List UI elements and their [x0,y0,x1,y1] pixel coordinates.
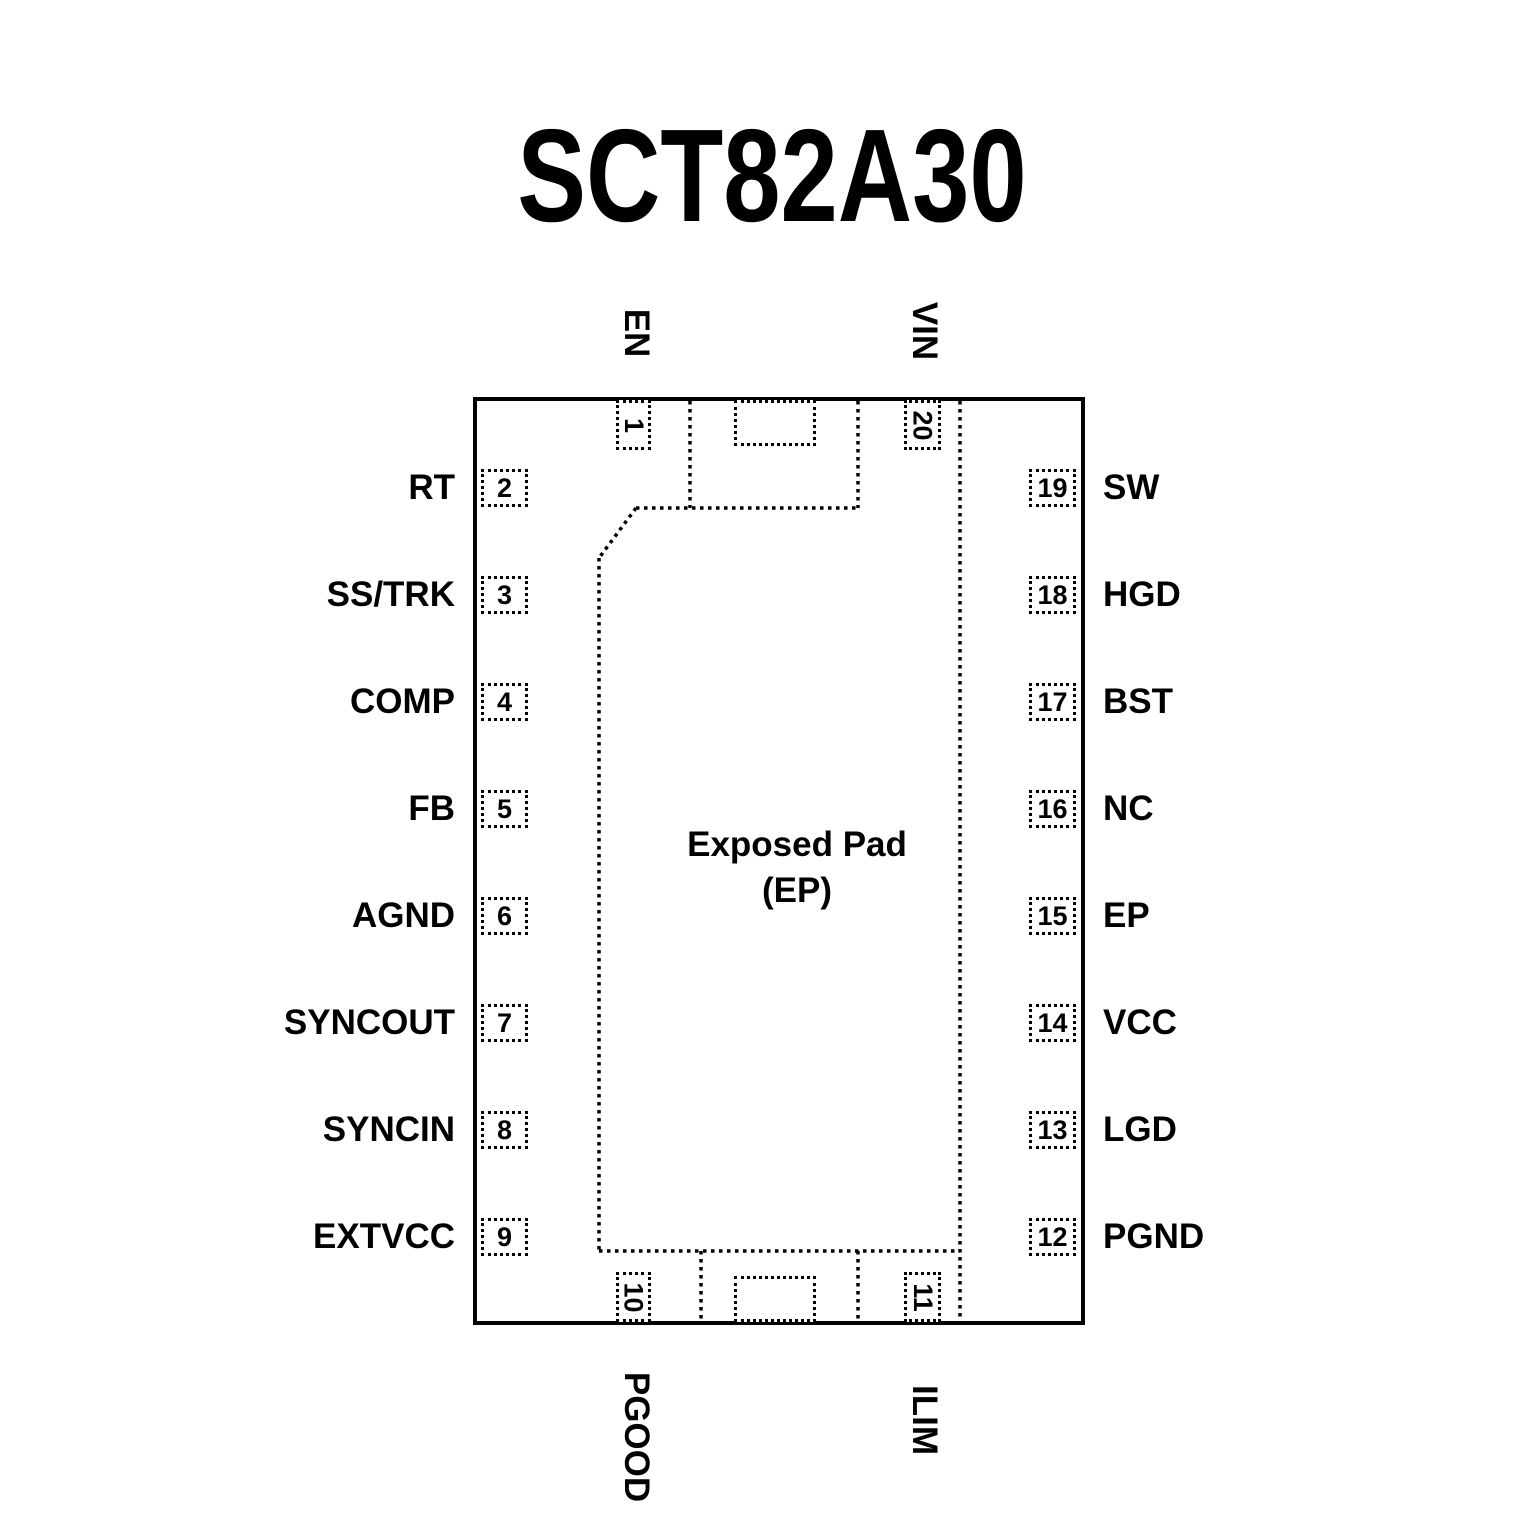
pad-pin-5: 5 [481,790,528,828]
pin-number-10: 10 [619,1281,650,1313]
pin-label-pgood: PGOOD [617,1371,656,1503]
pin-label-lgd: LGD [1103,1110,1177,1149]
pad-pin-13: 13 [1029,1111,1076,1149]
pad-pin-12: 12 [1029,1218,1076,1256]
pin-number-7: 7 [496,1007,513,1038]
pad-pin-4: 4 [481,683,528,721]
pad-top-center [734,400,816,446]
pin-number-14: 14 [1037,1007,1068,1038]
pad-pin-19: 19 [1029,469,1076,507]
exposed-pad-label-line2: (EP) [761,871,832,910]
pin-number-11: 11 [907,1282,938,1312]
pin-number-9: 9 [496,1221,513,1252]
pin-number-3: 3 [496,579,513,610]
pin-number-4: 4 [496,686,513,717]
pad-pin-7: 7 [481,1004,528,1042]
pin-label-agnd: AGND [351,896,455,935]
pad-pin-2: 2 [481,469,528,507]
pin-label-syncin: SYNCIN [322,1110,455,1149]
pin-label-vcc: VCC [1103,1003,1177,1042]
pin-number-18: 18 [1037,579,1068,610]
pad-pin-15: 15 [1029,897,1076,935]
pin-label-ilim: ILIM [905,1385,944,1455]
pin-label-ep: EP [1103,896,1150,935]
pad-pin-6: 6 [481,897,528,935]
pad-pin-3: 3 [481,576,528,614]
pad-pin-16: 16 [1029,790,1076,828]
pin-number-20: 20 [907,409,938,441]
pin-label-hgd: HGD [1103,575,1181,614]
pin-label-sw: SW [1103,468,1160,507]
pin-number-1: 1 [619,417,649,433]
exposed-pad-label-line1: Exposed Pad [687,825,907,864]
pad-pin-18: 18 [1029,576,1076,614]
pin-number-6: 6 [496,900,513,931]
pin-number-12: 12 [1037,1221,1068,1252]
pin-label-fb: FB [408,789,455,828]
pin-number-13: 13 [1037,1114,1068,1145]
pad-pin-9: 9 [481,1218,528,1256]
pad-pin-1: 1 [616,400,651,450]
pin-number-8: 8 [496,1114,513,1145]
exposed-pad-label: Exposed Pad (EP) [687,822,907,914]
pad-pin-20: 20 [904,400,941,450]
pin-number-19: 19 [1037,472,1068,503]
pin-label-syncout: SYNCOUT [283,1003,455,1042]
pin-label-extvcc: EXTVCC [313,1217,455,1256]
pin-label-nc: NC [1103,789,1154,828]
chip-title: SCT82A30 [517,102,1027,249]
pad-pin-11: 11 [904,1272,941,1322]
pin-number-16: 16 [1037,793,1068,824]
pin-label-comp: COMP [350,682,455,721]
pin-label-en: EN [617,308,656,358]
pin-label-pgnd: PGND [1103,1217,1205,1256]
pin-label-rt: RT [408,468,455,507]
pin-label-ss-trk: SS/TRK [326,575,455,614]
pad-pin-10: 10 [616,1272,651,1322]
pin-number-15: 15 [1037,900,1068,931]
pin-label-vin: VIN [905,301,944,361]
pad-bottom-center [734,1276,816,1322]
pad-pin-8: 8 [481,1111,528,1149]
pad-pin-17: 17 [1029,683,1076,721]
pin-label-bst: BST [1103,682,1173,721]
pin-number-2: 2 [496,472,513,503]
pin-number-5: 5 [496,793,513,824]
pin-number-17: 17 [1037,686,1068,717]
pad-pin-14: 14 [1029,1004,1076,1042]
